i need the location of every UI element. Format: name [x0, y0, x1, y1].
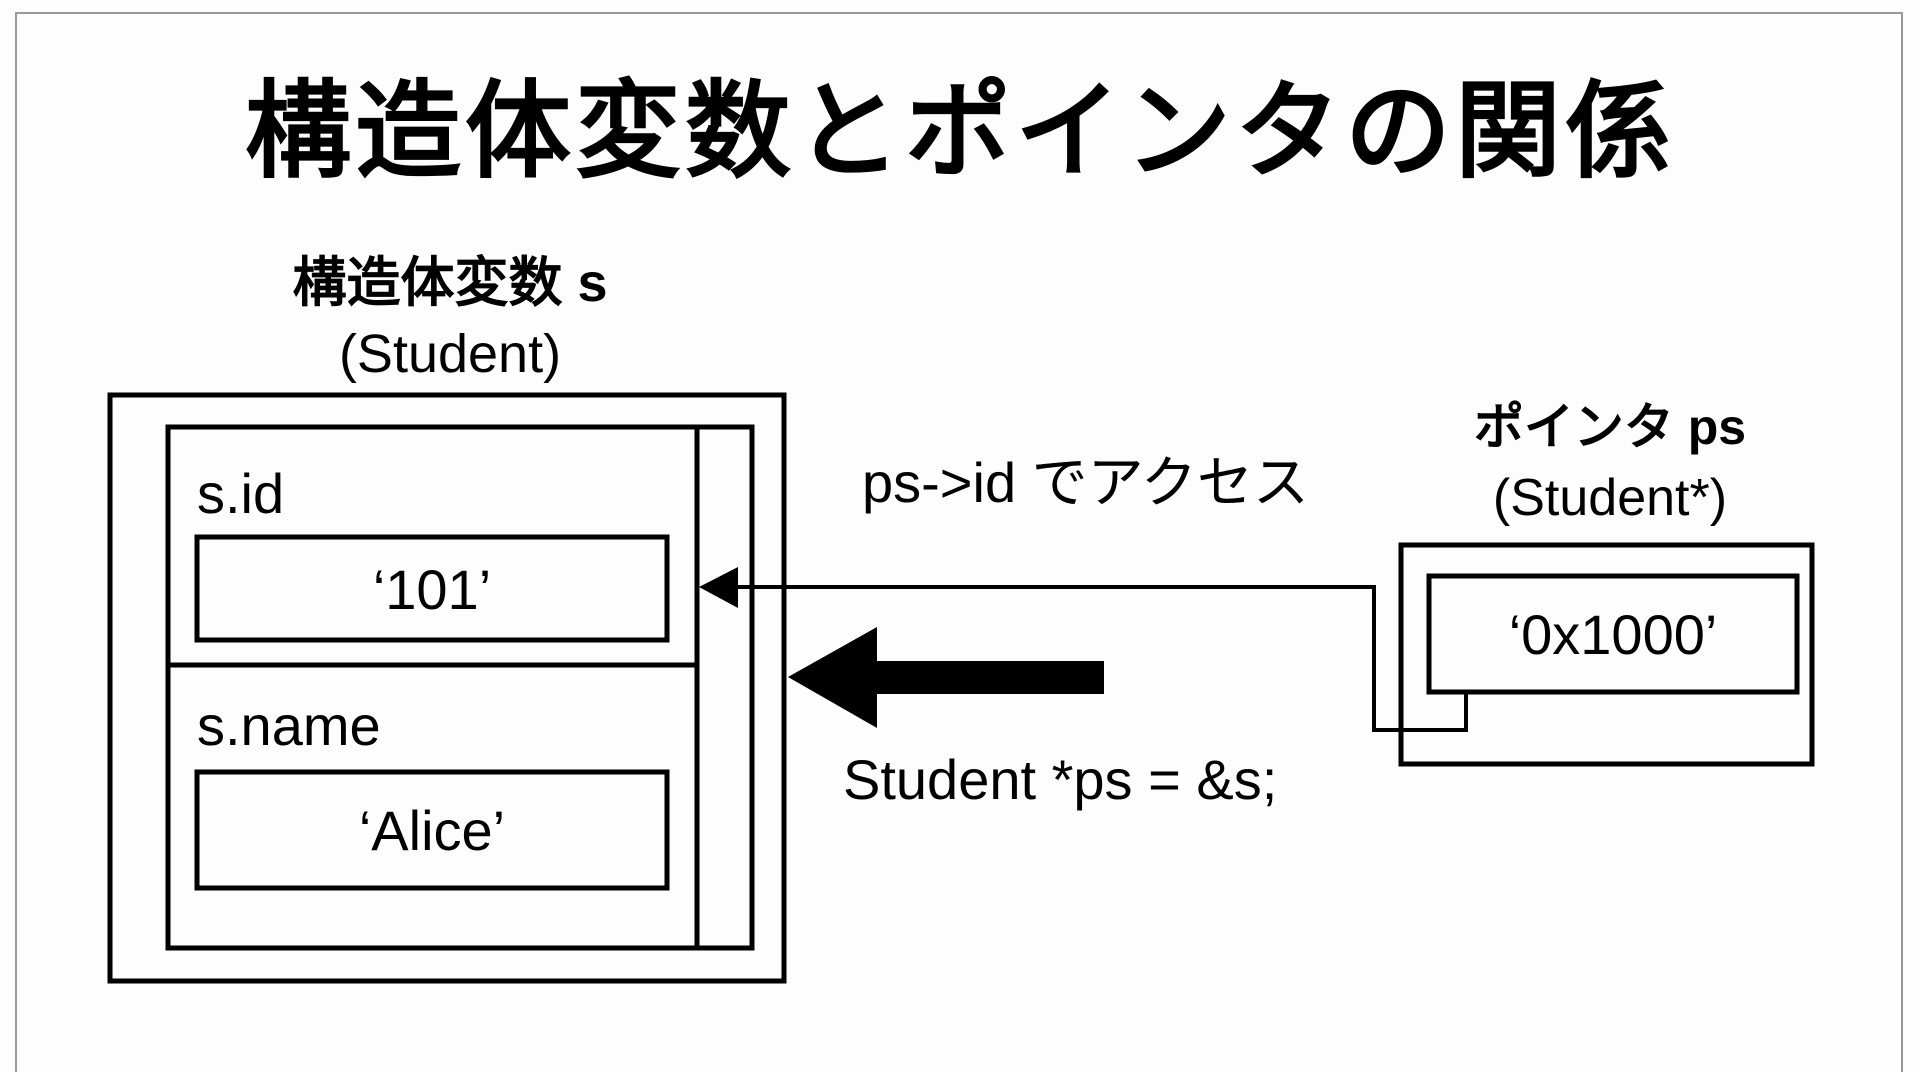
pointer-type-label: (Student*)	[1492, 469, 1728, 527]
page-title: 構造体変数とポインタの関係	[245, 73, 1675, 191]
struct-type-label: (Student)	[338, 324, 562, 384]
pointer-outer-box	[1398, 542, 1815, 767]
pointer-value-box	[1426, 573, 1800, 695]
field-name-label: s.name	[197, 694, 381, 757]
struct-inner-box	[165, 424, 755, 951]
diagram-canvas	[107, 392, 1815, 984]
assign-label: Student *ps = &s;	[843, 748, 1278, 811]
access-label: ps->id でアクセス	[862, 451, 1309, 514]
field-name-value: ‘Alice’	[358, 799, 506, 862]
access-arrow-line	[737, 585, 1468, 732]
slide-frame	[15, 12, 1903, 1072]
field-id-label: s.id	[197, 462, 285, 525]
pointer-value: ‘0x1000’	[1508, 603, 1718, 666]
struct-outer-box	[107, 392, 787, 984]
field-id-value-box	[194, 534, 670, 643]
struct-heading: 構造体変数 s	[292, 253, 608, 313]
field-id-value: ‘101’	[372, 558, 492, 621]
access-arrow-head	[699, 567, 738, 608]
pointer-heading: ポインタ ps	[1473, 399, 1747, 455]
field-name-value-box	[194, 769, 670, 891]
assign-arrow	[788, 627, 1104, 728]
